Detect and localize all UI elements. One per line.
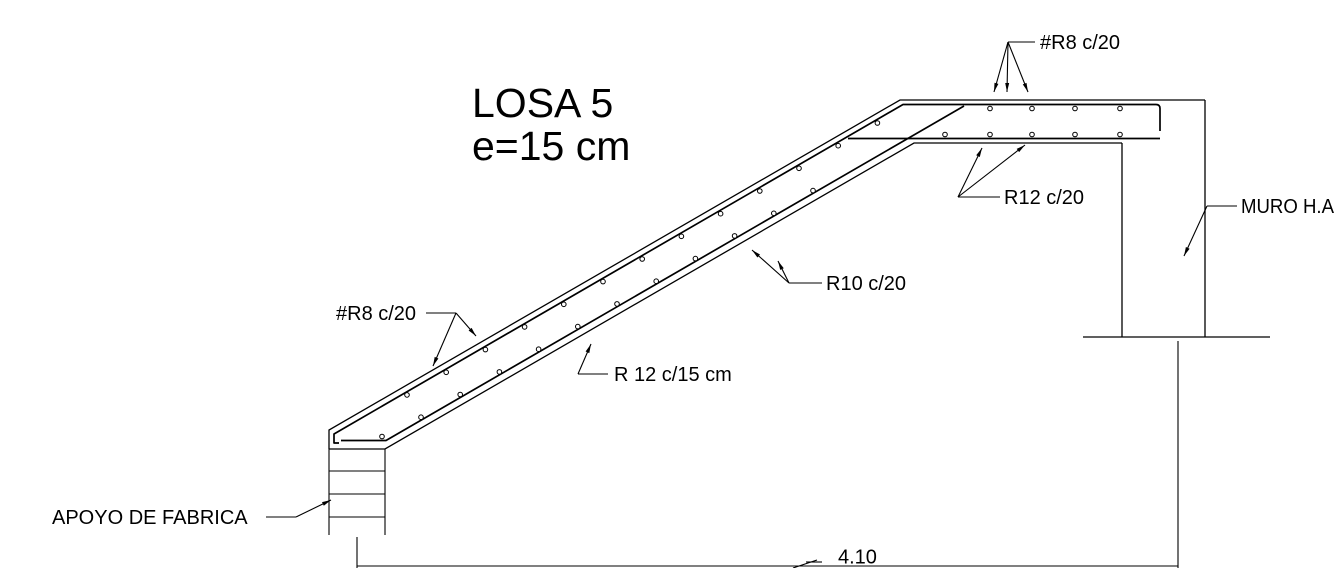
distribution-bar (653, 278, 660, 285)
distribution-bar (771, 210, 777, 217)
title-block: LOSA 5 e=15 cm (472, 80, 630, 169)
reinforcement (333, 103, 1161, 444)
distribution-bar (639, 256, 646, 262)
distribution-bar (678, 233, 685, 240)
annotation-landing-bottom-rebar: R12 c/20 (957, 144, 1084, 209)
distribution-bar (692, 255, 699, 262)
distribution-bar (757, 188, 763, 194)
annotation-slope-top-rebar: #R8 c/20 (336, 303, 477, 367)
label-support: APOYO DE FABRICA (52, 507, 248, 529)
label-slope-top-rebar: #R8 c/20 (336, 303, 416, 325)
distribution-bar (561, 301, 567, 308)
masonry-support (328, 449, 386, 535)
leader-line (432, 312, 457, 367)
arrowhead (752, 250, 760, 258)
distribution-bar (457, 391, 464, 398)
annotation-wall: MURO H.A (1183, 196, 1335, 257)
distribution-bar (717, 210, 724, 217)
arrowhead (433, 356, 439, 366)
distribution-bar (987, 131, 993, 138)
distribution-bar (575, 323, 581, 330)
distribution-bar (496, 369, 503, 375)
arrowhead (322, 500, 331, 506)
leader-line (957, 147, 983, 198)
label-slope-bottom-rebar: R 12 c/15 cm (614, 364, 732, 386)
distribution-bar (1072, 105, 1078, 112)
slope-bottom-rebar (341, 105, 965, 442)
arrowhead (1184, 247, 1190, 256)
distribution-bar (535, 346, 542, 353)
leader-line (1183, 205, 1208, 257)
arrowhead (1016, 145, 1025, 153)
distribution-bar (1029, 105, 1035, 112)
slab-top-surface (328, 99, 1205, 449)
distribution-bar (942, 131, 948, 138)
arrowhead (585, 344, 591, 354)
slab-thickness: e=15 cm (472, 123, 630, 169)
distribution-bar (810, 187, 816, 194)
distribution-bar (418, 414, 424, 421)
distribution-bar (1117, 105, 1123, 112)
label-landing-bottom-rebar: R12 c/20 (1004, 187, 1084, 209)
slab-bottom-surface (329, 142, 1122, 450)
arrowhead (468, 327, 476, 336)
label-wall: MURO H.A (1241, 196, 1335, 218)
distribution-bar (443, 369, 450, 376)
distribution-bar (731, 233, 738, 239)
distribution-bar (521, 324, 528, 330)
arrowhead (994, 82, 999, 92)
distribution-bar (482, 346, 489, 353)
arrowhead (976, 148, 982, 157)
distribution-bar (600, 278, 606, 285)
label-slope-distribution-rebar: R10 c/20 (826, 273, 906, 295)
annotation-support: APOYO DE FABRICA (52, 499, 332, 529)
arrowhead (1022, 82, 1028, 92)
concrete-outline (328, 99, 1270, 450)
distribution-bar (1117, 131, 1123, 138)
annotation-slope-distribution-rebar: R10 c/20 (751, 249, 906, 295)
distribution-bar (987, 105, 993, 112)
span-dimension: 4.10 (356, 341, 1179, 568)
arrowhead (1005, 83, 1010, 92)
distribution-bar (1072, 131, 1078, 138)
span-value: 4.10 (838, 547, 877, 568)
annotation-slope-bottom-rebar: R 12 c/15 cm (577, 343, 732, 386)
arrowhead (778, 261, 784, 270)
distribution-bar (379, 433, 385, 440)
distribution-bar (835, 142, 842, 149)
top-rebar (333, 103, 1161, 444)
slab-title: LOSA 5 (472, 80, 613, 126)
distribution-bar (796, 165, 802, 172)
distribution-bar (614, 301, 620, 307)
leader-line (957, 144, 1026, 198)
annotation-landing-top-rebar: #R8 c/20 (993, 32, 1120, 93)
label-top-rebar: #R8 c/20 (1040, 32, 1120, 54)
distribution-bar (874, 120, 881, 126)
dimension-tick (792, 559, 818, 568)
distribution-bar (404, 392, 410, 398)
distribution-bar (1029, 131, 1035, 138)
